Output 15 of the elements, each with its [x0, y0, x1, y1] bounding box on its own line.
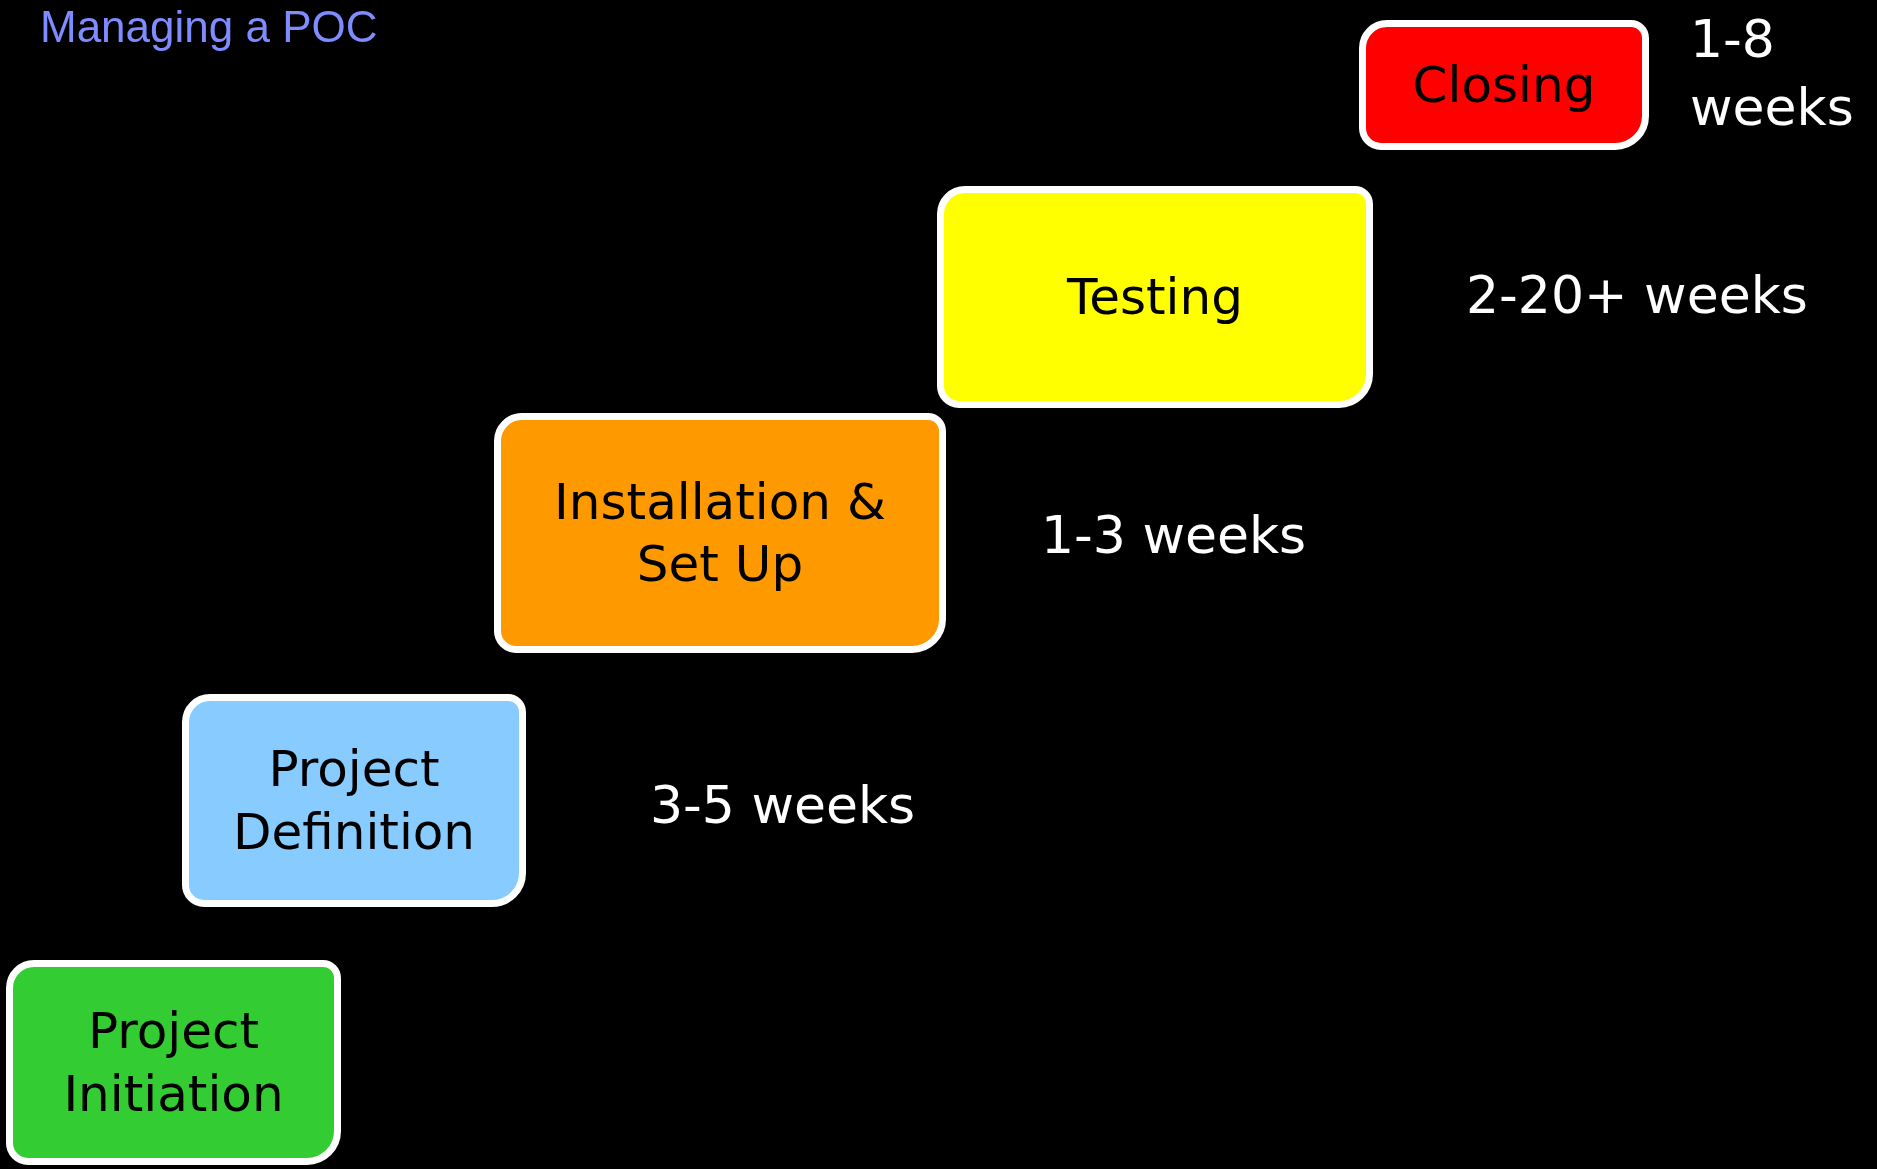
phase-name: Testing [1067, 266, 1243, 328]
duration-label: 2-20+ weeks [1466, 264, 1809, 327]
duration-label: 3-5 weeks [650, 774, 917, 837]
duration-label: 1-8 weeks [1690, 8, 1855, 139]
phase-box [6, 960, 341, 1165]
phase-box [1359, 20, 1649, 150]
phase-name: Project Initiation [62, 1001, 285, 1125]
phase-box [937, 186, 1373, 408]
slide-title: Managing a POC [40, 2, 378, 52]
duration-label: 1-3 weeks [1041, 504, 1308, 567]
phase-box [182, 694, 526, 907]
phase-name: Project Definition [231, 739, 477, 863]
phase-name: Closing [1412, 54, 1596, 116]
phase-box [494, 413, 946, 653]
phase-name: Installation & Set Up [553, 471, 887, 595]
